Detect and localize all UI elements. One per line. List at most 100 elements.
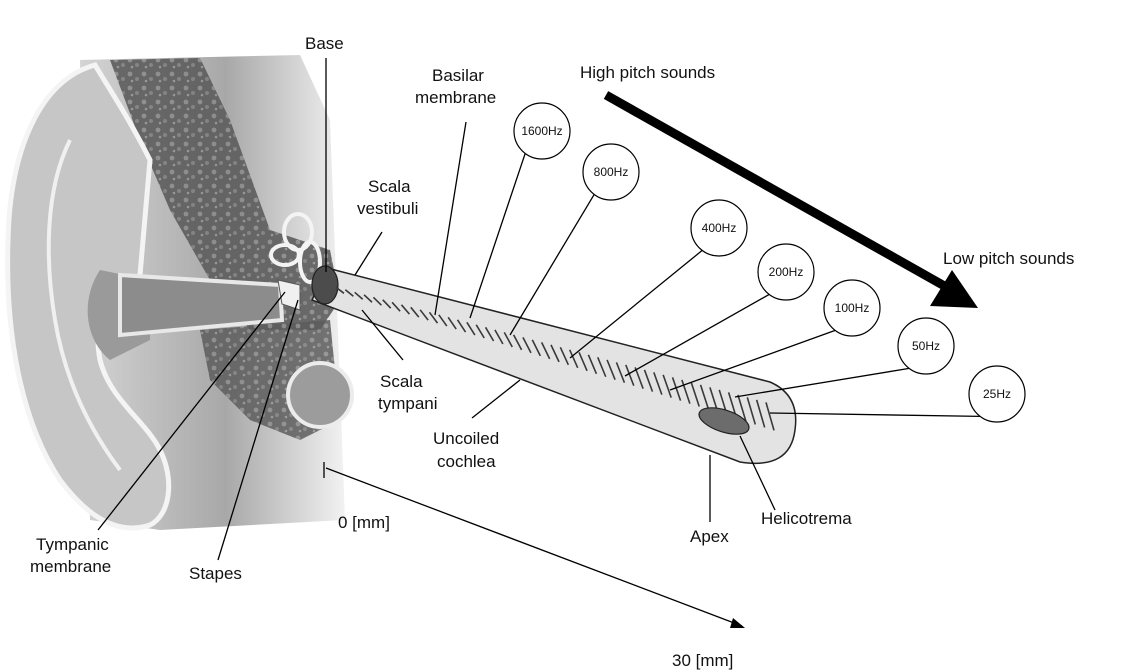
label-scale-end: 30 [mm] <box>672 651 733 670</box>
basilar-fiber <box>419 309 429 321</box>
label-helicotrema: Helicotrema <box>761 509 852 528</box>
frequency-circle <box>582 143 640 201</box>
basilar-fiber <box>354 291 364 300</box>
frequency-circle <box>757 243 815 301</box>
basilar-fiber <box>596 357 607 378</box>
frequency-leader-line <box>669 329 836 391</box>
label-apex: Apex <box>690 527 729 546</box>
frequency-label: 400Hz <box>702 221 737 235</box>
basilar-fiber <box>391 301 401 312</box>
basilar-fiber <box>382 299 392 309</box>
label-uncoiled-line2: cochlea <box>437 452 496 471</box>
basilar-fiber <box>484 326 495 342</box>
basilar-fiber <box>372 296 382 306</box>
frequency-leader-line <box>734 367 910 398</box>
label-uncoiled-line1: Uncoiled <box>433 429 499 448</box>
basilar-fiber <box>512 334 523 351</box>
basilar-fiber <box>428 311 439 324</box>
basilar-fiber <box>475 324 485 339</box>
basilar-fiber <box>634 367 644 389</box>
basilar-membrane-fibers <box>335 286 775 431</box>
frequency-circle <box>513 102 571 160</box>
basilar-fiber <box>447 316 457 330</box>
label-low-pitch: Low pitch sounds <box>943 249 1074 268</box>
basilar-fiber <box>690 382 700 407</box>
basilar-fiber <box>746 397 757 425</box>
mastoid-cavity <box>286 361 354 429</box>
basilar-fiber <box>755 399 766 428</box>
frequency-label: 800Hz <box>594 165 629 179</box>
basilar-fiber <box>410 306 420 318</box>
frequency-leader-line <box>769 412 981 418</box>
basilar-fiber <box>438 314 448 327</box>
temporal-bone <box>110 58 340 330</box>
pinna-inner-fold <box>46 139 122 472</box>
frequency-label: 200Hz <box>769 265 804 279</box>
frequency-leader-line <box>469 153 526 319</box>
frequency-label: 50Hz <box>912 339 940 353</box>
basilar-fiber <box>363 294 373 303</box>
basilar-fiber <box>344 289 354 297</box>
frequency-label: 25Hz <box>983 387 1011 401</box>
frequency-circle <box>897 317 955 375</box>
frequency-circle <box>968 365 1026 423</box>
label-scale-start: 0 [mm] <box>338 513 390 532</box>
basilar-fiber <box>335 286 345 294</box>
basilar-fiber <box>653 372 663 395</box>
text-labels: Base Basilar membrane Scala vestibuli Sc… <box>30 34 1074 670</box>
basilar-fiber <box>737 394 747 422</box>
frequency-markers: 1600Hz 800Hz 400Hz 200Hz 100Hz 50Hz 25Hz <box>469 102 1026 423</box>
basilar-fiber <box>625 364 635 386</box>
basilar-fiber <box>522 336 532 354</box>
ear-canal <box>118 272 285 338</box>
basilar-fiber <box>540 341 551 360</box>
frequency-label: 100Hz <box>835 301 870 315</box>
label-stapes: Stapes <box>189 564 242 583</box>
basilar-fiber <box>503 331 513 348</box>
uncoiled-cochlea <box>310 265 797 465</box>
basilar-fiber <box>568 349 579 369</box>
label-scala-vestibuli-line1: Scala <box>368 177 411 196</box>
frequency-label: 1600Hz <box>521 124 562 138</box>
basilar-fiber <box>494 329 504 345</box>
basilar-fiber <box>531 339 542 357</box>
ear-illustration <box>5 55 354 531</box>
label-high-pitch: High pitch sounds <box>580 63 715 82</box>
basilar-fiber <box>578 352 588 372</box>
label-scala-tympani-line2: tympani <box>378 394 438 413</box>
frequency-circle <box>690 199 748 257</box>
cochlea-tube <box>310 267 797 465</box>
label-scala-tympani-line1: Scala <box>380 372 423 391</box>
helicotrema-opening <box>698 407 750 435</box>
cochlea-opening <box>311 265 339 305</box>
label-scala-vestibuli-line2: vestibuli <box>357 199 418 218</box>
label-tympanic-line2: membrane <box>30 557 111 576</box>
label-basilar-line2: membrane <box>415 88 496 107</box>
leader-lines <box>97 58 776 628</box>
basilar-fiber <box>699 384 710 410</box>
pitch-arrow <box>603 91 978 308</box>
basilar-fiber <box>456 319 467 333</box>
frequency-leader-line <box>624 293 770 377</box>
semicircular-canals <box>269 212 322 284</box>
label-tympanic-line1: Tympanic <box>36 535 109 554</box>
basilar-fiber <box>400 304 411 315</box>
basilar-fiber <box>681 379 691 404</box>
basilar-fiber <box>643 369 654 392</box>
label-basilar-line1: Basilar <box>432 66 484 85</box>
basilar-fiber <box>550 344 560 363</box>
basilar-fiber <box>559 347 570 366</box>
stapes-bone <box>277 279 301 311</box>
basilar-fiber <box>671 377 682 401</box>
basilar-fiber <box>765 402 775 431</box>
basilar-fiber <box>587 354 598 375</box>
basilar-fiber <box>615 362 626 384</box>
scale-arrowhead <box>730 618 745 628</box>
label-base: Base <box>305 34 344 53</box>
basilar-fiber <box>662 374 672 398</box>
frequency-leader-line <box>569 249 703 359</box>
frequency-circle <box>823 279 881 337</box>
basilar-fiber <box>606 359 616 381</box>
frequency-leader-line <box>509 194 595 336</box>
